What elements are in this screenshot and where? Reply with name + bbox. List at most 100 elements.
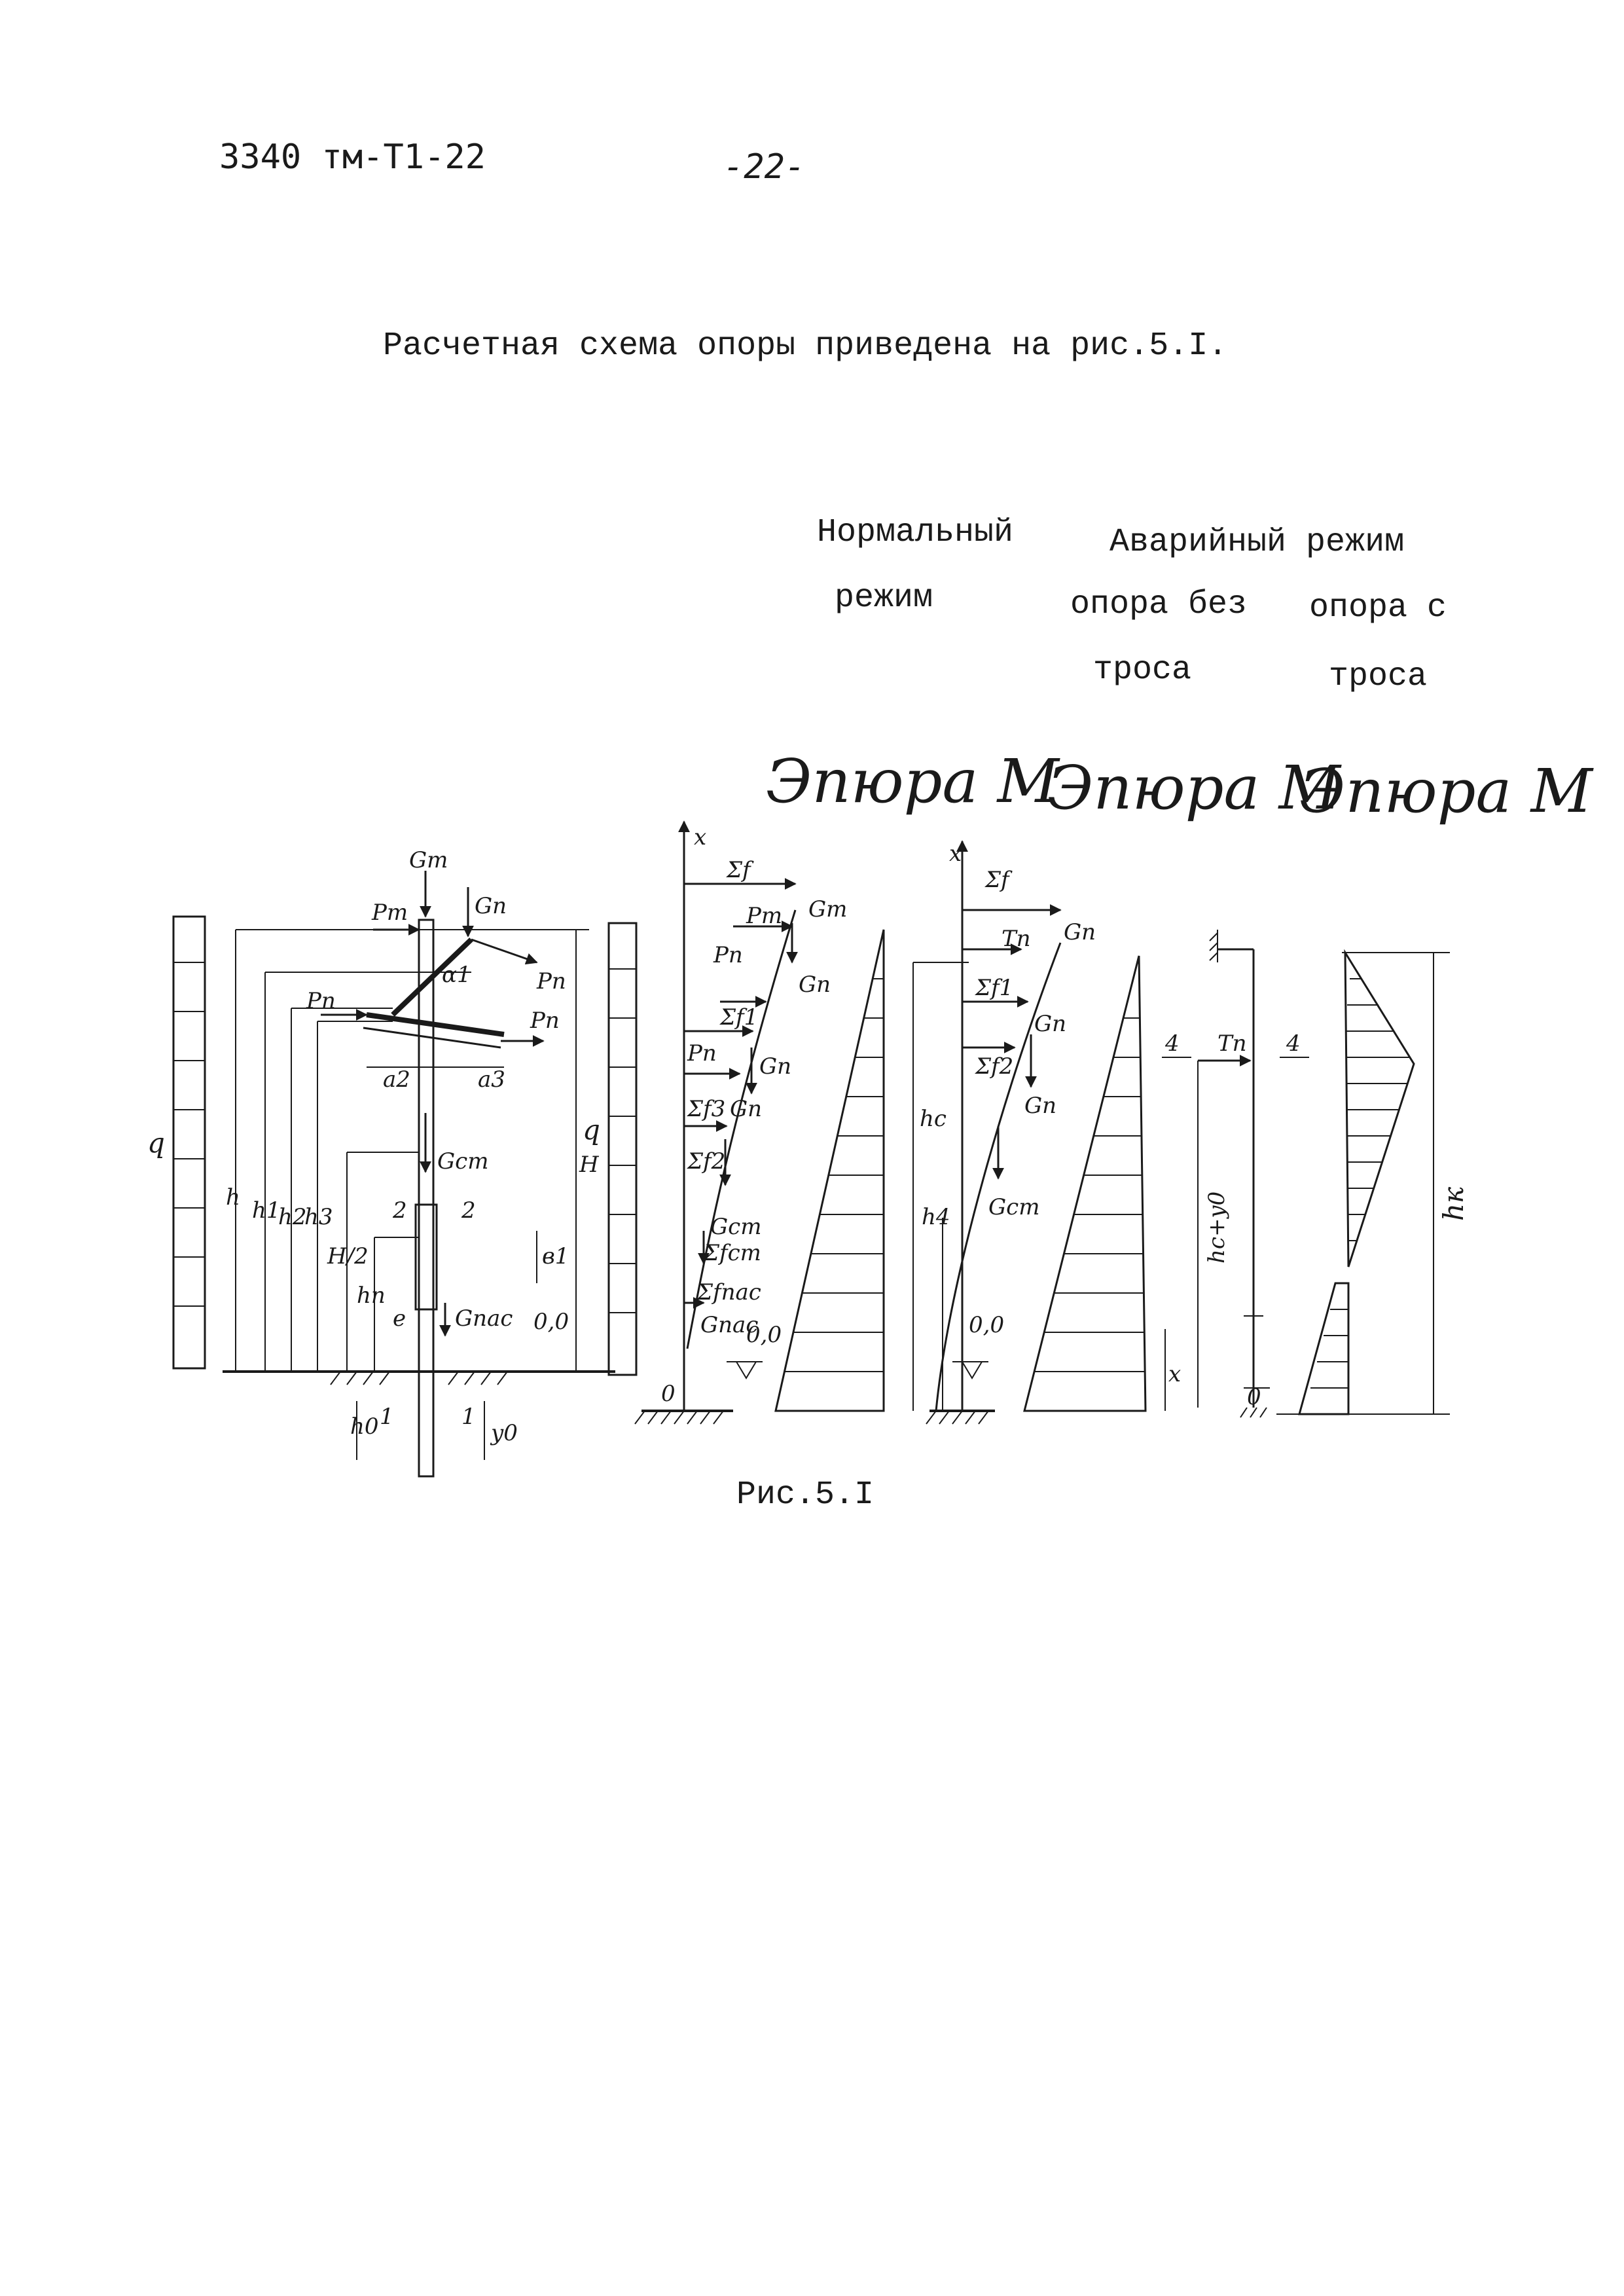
label-normal-origin: 0 [661,1381,676,1407]
wind-load-ticks-left [173,962,205,1307]
figure-caption: Рис.5.I [736,1476,875,1514]
with-cable-lower-epure [1298,1282,1350,1415]
label-a3: a3 [478,1066,505,1093]
normal-moment-epure [774,929,885,1412]
with-cable-epure-hatching [1310,978,1411,1389]
label-a1: α1 [442,962,471,988]
upper-brace [391,938,473,1017]
label-normal-Gn: Gn [799,972,831,998]
no-cable-labels: x Σf Tп Gп Σf1 Gп Σf2 Gп hc h4 Gст 0,0 x [920,841,1181,1387]
label-withcable-origin: 0 [1247,1384,1261,1410]
no-cable-moment-epure [1023,955,1147,1412]
pole [418,919,435,1478]
label-Pt: Pт [371,900,408,926]
label-normal-Gt: Gт [808,896,847,922]
label-h0: h0 [350,1413,379,1440]
label-H: H [579,1152,600,1178]
scheme-panel [172,871,638,1478]
height-dimensions [235,929,589,1372]
no-cable-heading: опора без [1070,586,1248,623]
label-section-2b: 2 [461,1197,476,1224]
label-Gpas: Gпас [455,1305,513,1332]
label-normal-sf: Σf [725,857,754,883]
intro-text: Расчетная схема опоры приведена на рис.5… [383,327,1228,365]
label-Pn-top: Pn [536,968,566,994]
label-normal-sfst: Σfст [702,1240,761,1266]
normal-mode-heading-2: режим [835,579,933,617]
base-sleeve [414,1203,438,1311]
label-nocable-hc: hc [920,1106,947,1132]
epure-label-no-cable: Эпюра М [1047,753,1341,823]
label-Pn-left: Pn [306,988,336,1014]
document-code: 3340 тм-Т1-22 [219,137,486,177]
label-normal-Gn3: Gn [730,1096,762,1122]
label-section-1a: 1 [380,1404,394,1430]
label-normal-zero: 0,0 [746,1322,782,1348]
label-q-right: q [583,1114,600,1146]
with-cable-labels: 4 4 Tп hc+y0 hк 0 [1164,1030,1470,1410]
label-a2: a2 [383,1066,410,1093]
lower-crossarm [366,1012,505,1037]
label-nocable-x: x [949,841,962,867]
label-nocable-zero: 0,0 [969,1312,1004,1338]
label-nocable-Gn-top: Gп [1064,919,1096,945]
normal-mode-heading: Нормальный [817,514,1014,551]
label-normal-Pt: Pт [746,903,782,929]
scheme-labels: Gт Pт Gn Pn Pn Pn α1 a2 a3 Gст 2 2 в1 e … [147,847,600,1446]
label-normal-sf3: Σf3 [686,1096,725,1122]
label-h2: h2 [278,1204,307,1230]
label-nocable-x-dim: x [1168,1361,1181,1387]
label-normal-sf1: Σf1 [719,1004,758,1030]
label-y0: y0 [490,1420,518,1446]
label-Gst: Gст [437,1148,488,1175]
label-zero: 0,0 [533,1309,569,1335]
label-Pn-right: Pn [530,1008,560,1034]
label-nocable-Gst: Gст [988,1194,1039,1220]
wind-load-bar-left [172,915,206,1370]
label-e: e [393,1305,406,1332]
label-nocable-Gn: Gп [1034,1011,1066,1037]
label-q-left: q [147,1127,165,1159]
page-number: -22- [723,147,806,187]
label-H2: H/2 [327,1243,369,1269]
label-Gt: Gт [409,847,448,873]
label-h1: h1 [252,1197,281,1224]
arrow-Pn-top [471,938,538,965]
label-normal-sfpas: Σfпас [696,1279,761,1305]
normal-mode-labels: x Σf Pт Gт Pn Gn Σf1 Pn Gn Σf3 Gn Σf2 Σf… [661,824,847,1407]
label-nocable-Tn: Tп [1001,926,1031,952]
label-h: h [226,1184,240,1211]
label-normal-x: x [694,824,706,850]
emergency-mode-heading: Аварийный режим [1110,524,1405,561]
no-cable-deflection-curve [935,942,1062,1412]
epure-label-with-cable: Эпюра М [1299,756,1593,826]
label-withcable-section-4a: 4 [1164,1030,1180,1057]
label-Gn: Gn [475,893,507,919]
label-nocable-sf: Σf [984,867,1013,893]
label-withcable-hy: hc+y0 [1204,1192,1230,1264]
label-normal-Gpas: Gпас [700,1312,758,1338]
with-cable-heading-2: троса [1329,658,1428,695]
no-cable-epure-hatching [1034,1017,1145,1372]
with-cable-panel [1162,930,1450,1418]
label-h3: h3 [304,1204,333,1230]
label-hn: hп [357,1283,386,1309]
label-withcable-hk: hк [1437,1186,1470,1221]
ground-hatching [330,1371,508,1385]
label-section-1b: 1 [461,1404,476,1430]
label-nocable-Gn2: Gп [1024,1093,1056,1119]
label-withcable-section-4b: 4 [1286,1030,1301,1057]
no-cable-panel [912,840,1166,1425]
label-normal-Gn2: Gn [759,1053,791,1080]
with-cable-upper-epure [1344,949,1415,1267]
with-cable-heading: опора с [1309,589,1447,627]
epure-label-normal: Эпюра М [766,746,1059,816]
label-nocable-sf1: Σf1 [974,975,1013,1001]
wind-load-bar-right [607,922,638,1376]
no-cable-heading-2: троса [1093,651,1192,689]
label-normal-sf2: Σf2 [686,1148,725,1175]
label-normal-Pn2: Pn [687,1040,717,1066]
label-nocable-h4: h4 [922,1204,950,1230]
label-withcable-Tn: Tп [1218,1030,1247,1057]
